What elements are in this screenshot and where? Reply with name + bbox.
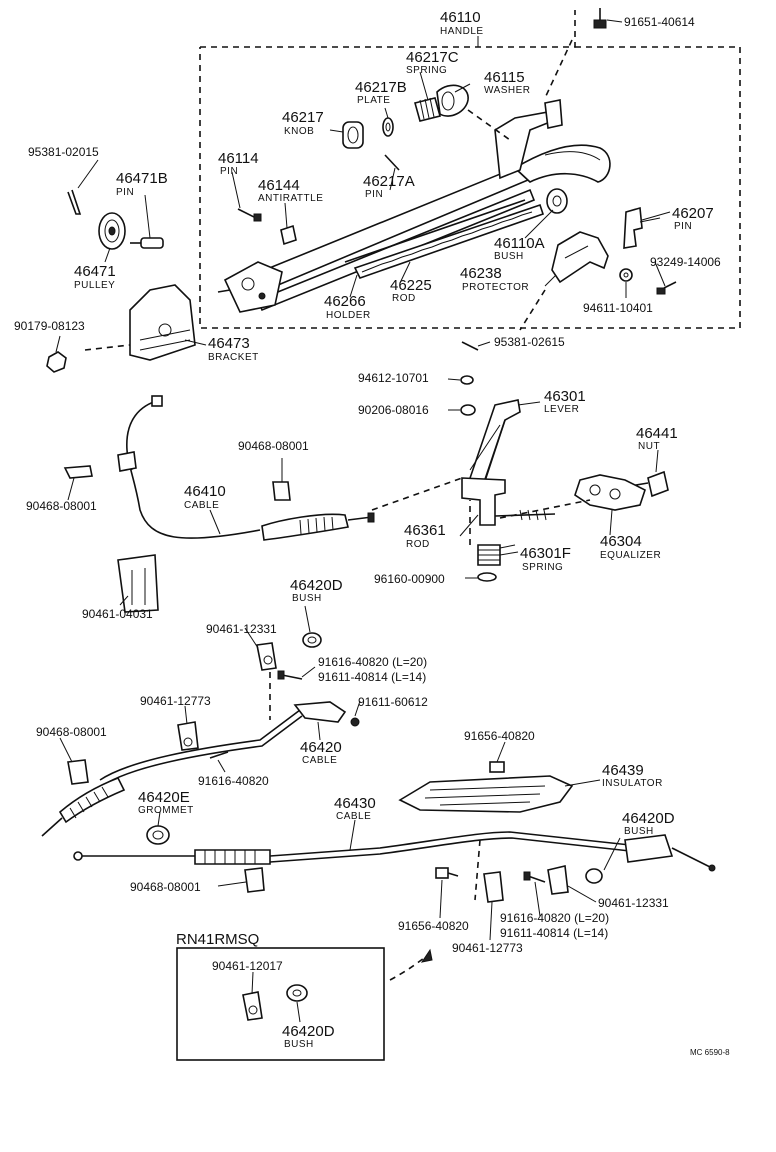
name-46430: CABLE bbox=[336, 811, 371, 822]
label-91616-40820-a: 91616-40820 (L=20) bbox=[318, 655, 427, 669]
lever-equalizer-drawing bbox=[371, 289, 669, 582]
label-90461-12331-b: 90461-12331 bbox=[598, 896, 669, 910]
label-90461-12017: 90461-12017 bbox=[212, 959, 283, 973]
label-91616-40820-c: 91616-40820 (L=20) bbox=[500, 911, 609, 925]
name-46441: NUT bbox=[638, 441, 660, 452]
label-46115: 46115 bbox=[484, 69, 525, 86]
label-90461-04031: 90461-04031 bbox=[82, 607, 153, 621]
label-96160-00900: 96160-00900 bbox=[374, 572, 445, 586]
label-95381-02615: 95381-02615 bbox=[494, 335, 565, 349]
label-46217B: 46217B bbox=[355, 79, 407, 96]
name-46110A: BUSH bbox=[494, 251, 524, 262]
label-90461-12773-a: 90461-12773 bbox=[140, 694, 211, 708]
part-labels: 46110 HANDLE 91651-40614 46217C SPRING 4… bbox=[14, 9, 730, 1057]
label-46266: 46266 bbox=[324, 293, 366, 310]
label-90179-08123: 90179-08123 bbox=[14, 319, 85, 333]
label-46114: 46114 bbox=[218, 150, 259, 167]
name-46217B: PLATE bbox=[357, 95, 390, 106]
label-91611-60612: 91611-60612 bbox=[358, 695, 428, 709]
name-46410: CABLE bbox=[184, 500, 219, 511]
label-90461-12773-b: 90461-12773 bbox=[452, 941, 523, 955]
name-46238: PROTECTOR bbox=[462, 282, 529, 293]
label-90206-08016: 90206-08016 bbox=[358, 403, 429, 417]
pulley-bracket-drawing bbox=[46, 189, 196, 373]
name-46420D-c: BUSH bbox=[284, 1039, 314, 1050]
label-46420E: 46420E bbox=[138, 789, 190, 806]
label-46238: 46238 bbox=[460, 265, 502, 282]
label-91611-40814-a: 91611-40814 (L=14) bbox=[318, 670, 426, 684]
label-46420D-c: 46420D bbox=[282, 1023, 335, 1040]
diagram-code: MC 6590-8 bbox=[690, 1048, 730, 1057]
label-94612-10701: 94612-10701 bbox=[358, 371, 429, 385]
label-46301: 46301 bbox=[544, 388, 586, 405]
rear-cable-drawing bbox=[73, 761, 716, 903]
label-90468-08001-a: 90468-08001 bbox=[238, 439, 309, 453]
label-46217C: 46217C bbox=[406, 49, 459, 66]
label-93249-14006: 93249-14006 bbox=[650, 255, 721, 269]
model-label: RN41RMSQ bbox=[176, 931, 259, 948]
label-46361: 46361 bbox=[404, 522, 446, 539]
name-46420D-b: BUSH bbox=[624, 826, 654, 837]
name-46439: INSULATOR bbox=[602, 778, 663, 789]
name-46144: ANTIRATTLE bbox=[258, 193, 323, 204]
name-46217: KNOB bbox=[284, 126, 314, 137]
label-90468-08001-b: 90468-08001 bbox=[26, 499, 97, 513]
name-46420: CABLE bbox=[302, 755, 337, 766]
label-46410: 46410 bbox=[184, 483, 226, 500]
label-95381-02015: 95381-02015 bbox=[28, 145, 99, 159]
intermediate-cable-drawing bbox=[41, 632, 360, 845]
label-90468-08001-d: 90468-08001 bbox=[130, 880, 201, 894]
label-46471: 46471 bbox=[74, 263, 116, 280]
name-46110: HANDLE bbox=[440, 26, 484, 37]
label-94611-10401: 94611-10401 bbox=[583, 301, 653, 315]
label-46110: 46110 bbox=[440, 9, 481, 26]
name-46301: LEVER bbox=[544, 404, 579, 415]
label-46430: 46430 bbox=[334, 795, 376, 812]
label-46110A: 46110A bbox=[494, 235, 545, 252]
name-46217A: PIN bbox=[365, 189, 383, 200]
label-46439: 46439 bbox=[602, 762, 644, 779]
name-46471: PULLEY bbox=[74, 280, 115, 291]
label-91656-40820-b: 91656-40820 bbox=[398, 919, 469, 933]
label-91651-40614: 91651-40614 bbox=[624, 15, 695, 29]
label-91611-40814-b: 91611-40814 (L=14) bbox=[500, 926, 608, 940]
label-46217A: 46217A bbox=[363, 173, 415, 190]
leader-lines bbox=[55, 19, 671, 1023]
name-46114: PIN bbox=[220, 166, 238, 177]
label-46225: 46225 bbox=[390, 277, 432, 294]
name-46304: EQUALIZER bbox=[600, 550, 661, 561]
label-46420D-a: 46420D bbox=[290, 577, 343, 594]
front-cable-drawing bbox=[63, 395, 375, 613]
name-46361: ROD bbox=[406, 539, 430, 550]
label-46441: 46441 bbox=[636, 425, 678, 442]
name-46471B: PIN bbox=[116, 187, 134, 198]
label-46473: 46473 bbox=[208, 335, 250, 352]
label-90461-12331-a: 90461-12331 bbox=[206, 622, 277, 636]
name-46266: HOLDER bbox=[326, 310, 371, 321]
name-46473: BRACKET bbox=[208, 352, 259, 363]
name-46301F: SPRING bbox=[522, 562, 563, 573]
label-46207: 46207 bbox=[672, 205, 714, 222]
label-91656-40820-a: 91656-40820 bbox=[464, 729, 535, 743]
label-46304: 46304 bbox=[600, 533, 642, 550]
name-46420E: GROMMET bbox=[138, 805, 194, 816]
label-91616-40820-b: 91616-40820 bbox=[198, 774, 269, 788]
name-46115: WASHER bbox=[484, 85, 531, 96]
handle-group-boundary bbox=[199, 10, 741, 329]
name-46217C: SPRING bbox=[406, 65, 447, 76]
label-46471B: 46471B bbox=[116, 170, 168, 187]
label-46144: 46144 bbox=[258, 177, 300, 194]
name-46420D-a: BUSH bbox=[292, 593, 322, 604]
label-46301F: 46301F bbox=[520, 545, 571, 562]
label-90468-08001-c: 90468-08001 bbox=[36, 725, 107, 739]
label-46217: 46217 bbox=[282, 109, 324, 126]
label-46420D-b: 46420D bbox=[622, 810, 675, 827]
name-46225: ROD bbox=[392, 293, 416, 304]
handle-assembly-drawing bbox=[217, 8, 677, 313]
label-46420: 46420 bbox=[300, 739, 342, 756]
name-46207: PIN bbox=[674, 221, 692, 232]
model-inset-box bbox=[176, 947, 433, 1061]
